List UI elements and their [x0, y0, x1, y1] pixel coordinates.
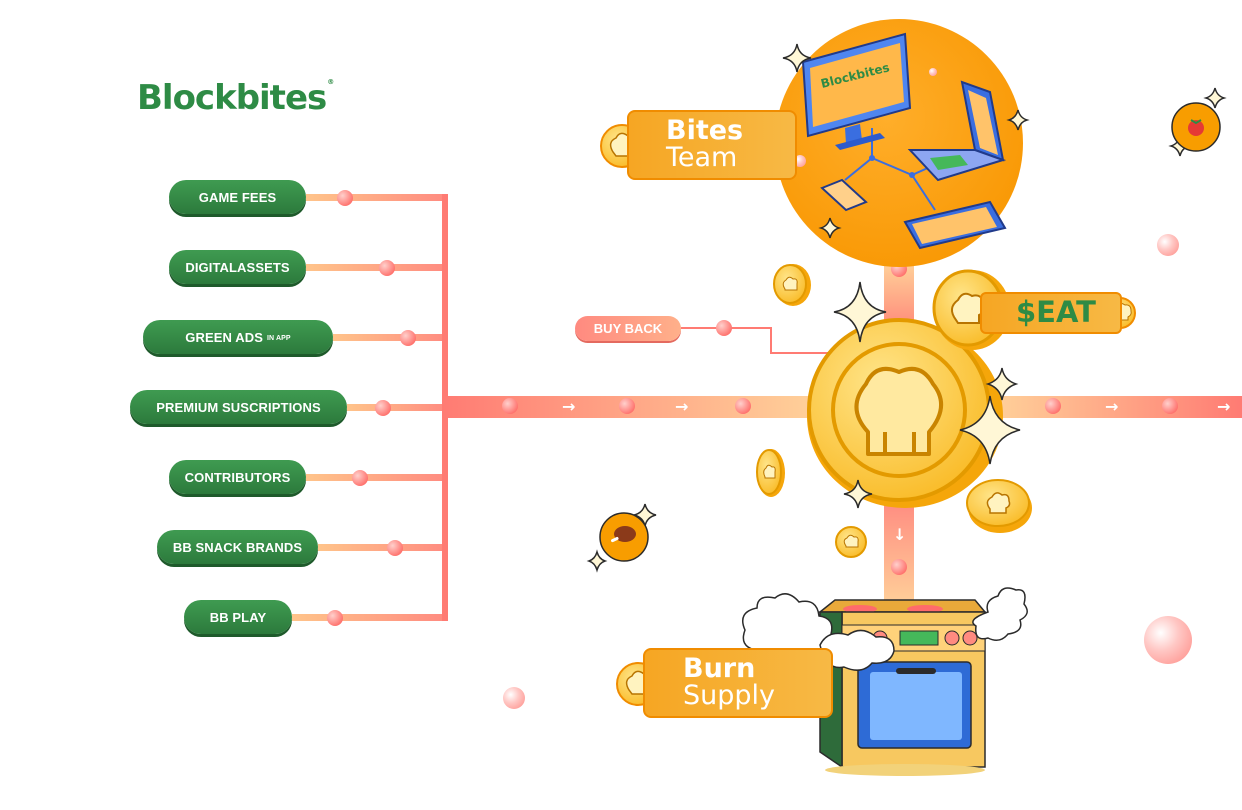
chef-hat-icon: [854, 367, 943, 456]
network-line: [911, 174, 936, 211]
eat-token-label: $EAT: [1016, 295, 1096, 329]
sparkle-icon: [1006, 109, 1030, 131]
network-node: [909, 172, 915, 178]
flow-dot: [502, 398, 518, 414]
flow-dot: [716, 320, 732, 336]
buy-back-text: BUY BACK: [593, 321, 663, 336]
burn-title: Burn: [683, 653, 756, 684]
blockbites-logo: Blockbites®: [137, 78, 334, 118]
connector-premium: [347, 404, 448, 411]
meat-icon: [599, 512, 649, 562]
oven-icon: [817, 599, 987, 776]
eat-token-coin: [807, 318, 1003, 508]
connector-contributors: [306, 474, 448, 481]
source-label: PREMIUM SUSCRIPTIONS: [156, 399, 321, 415]
source-suffix: IN APP: [267, 334, 291, 342]
laptop-icon: [907, 80, 1007, 182]
sparkle-icon: [985, 367, 1019, 401]
monitor-icon: Blockbites: [801, 32, 912, 150]
network-node: [869, 155, 875, 161]
connector-digital-assets: [306, 264, 448, 271]
sparkle-icon: [782, 43, 812, 73]
bubble: [794, 155, 806, 167]
burn-panel-text: Burn Supply: [683, 655, 775, 709]
flow-dot: [891, 559, 907, 575]
sparkle-icon: [586, 549, 608, 573]
sparkle-icon: [843, 479, 873, 509]
sparkle-icon: [833, 281, 887, 343]
flow-dot: [327, 610, 343, 626]
source-label: CONTRIBUTORS: [184, 469, 291, 485]
flow-dot: [1162, 398, 1178, 414]
burn-subtitle: Supply: [683, 680, 776, 711]
chef-hat-icon: [773, 264, 811, 306]
bubble: [1157, 234, 1179, 256]
eat-panel: [980, 292, 1122, 334]
flow-arrow: →: [562, 397, 575, 416]
flow-dots: [327, 190, 1178, 626]
sparkle-icon: [959, 395, 1021, 465]
flow-dot: [735, 398, 751, 414]
burn-flow-band: [884, 498, 914, 608]
flow-arrow: →: [675, 397, 688, 416]
sparkle-icon: [1203, 87, 1227, 109]
source-digital-assets: DIGITALASSETS: [169, 250, 306, 284]
flow-dot: [400, 330, 416, 346]
team-panel: [627, 110, 797, 180]
source-label: GAME FEES: [198, 189, 277, 205]
flow-dot: [379, 260, 395, 276]
flow-dot: [1045, 398, 1061, 414]
connector-snack-brands: [318, 544, 448, 551]
flow-dot: [337, 190, 353, 206]
connector-game-fees: [306, 194, 448, 201]
flow-arrows: → → → → ↓: [562, 397, 1230, 544]
phone-icon: [820, 178, 868, 212]
connector-bb-play: [292, 614, 448, 621]
sparkle-icon: [818, 217, 842, 239]
buy-back-connector: [681, 327, 835, 354]
flow-arrow: →: [1217, 397, 1230, 416]
logo-text: Blockbites: [137, 78, 327, 118]
chef-hat-icon: [966, 479, 1032, 533]
source-bb-snack-brands: BB SNACK BRANDS: [157, 530, 318, 564]
flow-dot: [352, 470, 368, 486]
source-premium-subscriptions: PREMIUM SUSCRIPTIONS: [130, 390, 347, 424]
tomato-icon: [1171, 102, 1221, 152]
steam-clouds: [742, 587, 1028, 671]
team-panel-text: Bites Team: [666, 117, 743, 171]
buy-back-label: BUY BACK: [575, 316, 681, 341]
chef-hat-icon: [835, 526, 867, 558]
team-title: Bites: [666, 115, 744, 146]
floating-coins: [756, 264, 1032, 558]
flow-dot: [375, 400, 391, 416]
down-arrow: ↓: [893, 525, 906, 544]
flow-arrow: →: [1105, 397, 1118, 416]
tablet-icon: [903, 200, 1007, 250]
connector-green-ads: [333, 334, 448, 341]
cloud: [972, 587, 1028, 641]
flow-dot: [619, 398, 635, 414]
source-label: DIGITALASSETS: [185, 259, 290, 275]
source-label: BB SNACK BRANDS: [172, 539, 303, 555]
source-label: GREEN ADS: [185, 329, 264, 345]
team-subtitle: Team: [666, 142, 738, 173]
chef-hat-icon: [756, 449, 785, 497]
source-contributors: CONTRIBUTORS: [169, 460, 306, 494]
bubble: [1144, 616, 1192, 664]
cloud: [819, 629, 895, 671]
source-label: BB PLAY: [209, 609, 267, 625]
sparkles: [586, 43, 1227, 573]
decorative-bubbles: [503, 68, 1192, 709]
registered-mark: ®: [327, 78, 334, 86]
source-bb-play: BB PLAY: [184, 600, 292, 634]
team-devices-illustration: Blockbites: [775, 19, 1023, 267]
bubble: [503, 687, 525, 709]
bubble: [929, 68, 937, 76]
source-game-fees: GAME FEES: [169, 180, 306, 214]
burn-panel: [643, 648, 833, 718]
flow-dot: [387, 540, 403, 556]
